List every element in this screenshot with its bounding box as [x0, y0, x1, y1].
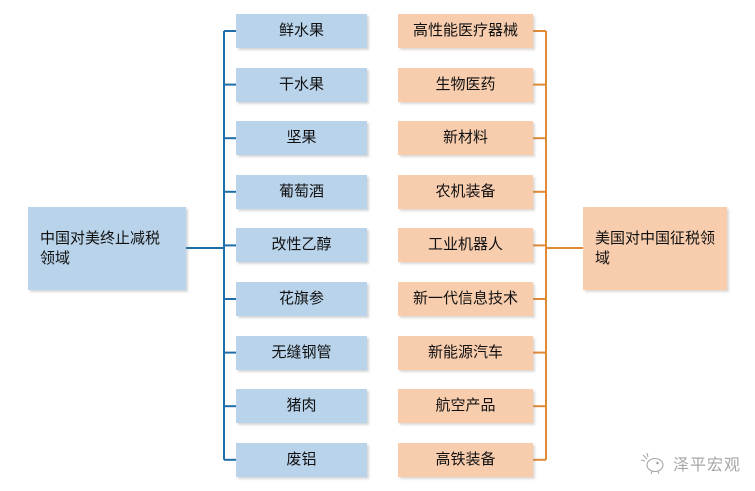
- left-item-box[interactable]: 改性乙醇: [236, 228, 367, 263]
- watermark: 泽平宏观: [640, 451, 741, 475]
- left-item-label: 废铝: [286, 449, 317, 468]
- left-item-box[interactable]: 猪肉: [236, 389, 367, 424]
- right-item-label: 新一代信息技术: [412, 289, 518, 308]
- right-item-box[interactable]: 高性能医疗器械: [398, 14, 533, 48]
- right-item-label: 工业机器人: [427, 235, 503, 254]
- root-node-right[interactable]: 美国对中国征税领域: [583, 207, 727, 290]
- right-item-label: 高铁装备: [435, 449, 496, 468]
- right-item-box[interactable]: 新能源汽车: [398, 335, 533, 370]
- right-item-label: 新能源汽车: [427, 342, 503, 361]
- left-item-box[interactable]: 干水果: [236, 67, 367, 102]
- bird-logo-icon: [640, 452, 664, 474]
- right-item-box[interactable]: 高铁装备: [398, 442, 533, 477]
- right-item-box[interactable]: 农机装备: [398, 174, 533, 209]
- root-left-label: 中国对美终止减税领域: [40, 228, 161, 267]
- left-item-label: 鲜水果: [278, 21, 324, 40]
- right-item-box[interactable]: 生物医药: [398, 67, 533, 102]
- right-item-label: 新材料: [442, 128, 488, 147]
- left-item-box[interactable]: 葡萄酒: [236, 174, 367, 209]
- left-item-label: 无缝钢管: [271, 342, 332, 361]
- root-right-label: 美国对中国征税领域: [595, 228, 716, 267]
- right-item-label: 农机装备: [435, 181, 496, 200]
- left-item-box[interactable]: 废铝: [236, 442, 367, 477]
- left-item-box[interactable]: 坚果: [236, 121, 367, 156]
- root-node-left[interactable]: 中国对美终止减税领域: [28, 207, 186, 290]
- right-item-label: 生物医药: [435, 74, 496, 93]
- left-item-box[interactable]: 花旗参: [236, 282, 367, 316]
- right-item-label: 高性能医疗器械: [412, 21, 518, 40]
- right-item-box[interactable]: 航空产品: [398, 389, 533, 424]
- left-item-label: 葡萄酒: [278, 181, 324, 200]
- right-item-box[interactable]: 新一代信息技术: [398, 282, 533, 316]
- right-item-box[interactable]: 新材料: [398, 121, 533, 156]
- watermark-text: 泽平宏观: [672, 455, 741, 474]
- left-item-label: 花旗参: [278, 289, 324, 308]
- left-item-box[interactable]: 鲜水果: [236, 14, 367, 48]
- left-item-label: 改性乙醇: [271, 235, 332, 254]
- left-item-label: 干水果: [278, 74, 324, 93]
- left-item-label: 猪肉: [286, 396, 317, 415]
- left-item-box[interactable]: 无缝钢管: [236, 335, 367, 370]
- left-item-label: 坚果: [286, 128, 317, 147]
- right-item-box[interactable]: 工业机器人: [398, 228, 533, 263]
- right-item-label: 航空产品: [435, 396, 496, 415]
